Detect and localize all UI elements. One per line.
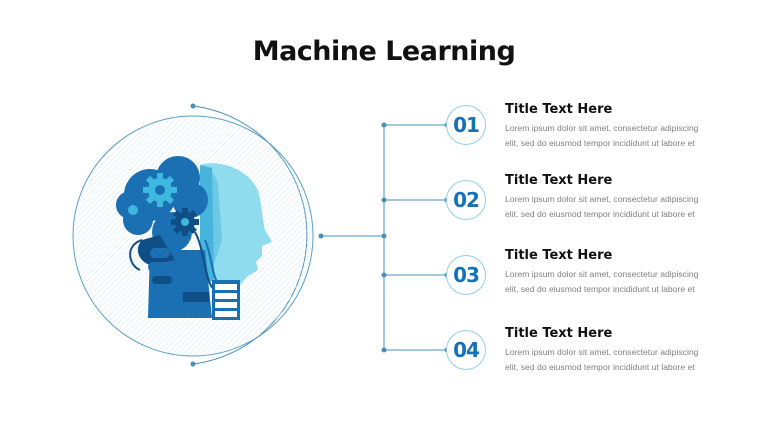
gear-small-icon [171, 208, 199, 236]
item-body: Lorem ipsum dolor sit amet, consectetur … [505, 347, 699, 372]
item-body: Lorem ipsum dolor sit amet, consectetur … [505, 123, 699, 148]
gear-tiny-icon [128, 205, 138, 215]
list-item: Title Text Here Lorem ipsum dolor sit am… [505, 102, 720, 151]
list-item: Title Text Here Lorem ipsum dolor sit am… [505, 173, 720, 222]
item-body: Lorem ipsum dolor sit amet, consectetur … [505, 269, 699, 294]
item-title: Title Text Here [505, 173, 613, 188]
item-number-badge: 04 [446, 330, 486, 370]
item-body: Lorem ipsum dolor sit amet, consectetur … [505, 194, 699, 219]
connector-dots [381, 122, 450, 353]
page-title: Machine Learning [252, 36, 516, 67]
arc-dot-bottom [190, 361, 196, 367]
item-title: Title Text Here [505, 102, 613, 117]
item-title: Title Text Here [505, 326, 613, 341]
connector-branches [384, 124, 447, 351]
robot-head-gears-icon [116, 156, 272, 320]
hatched-circle [72, 115, 314, 357]
item-number-badge: 03 [446, 255, 486, 295]
item-number-badge: 02 [446, 180, 486, 220]
item-number-badge: 01 [446, 105, 486, 145]
arc-dot-top [190, 103, 196, 109]
list-item: Title Text Here Lorem ipsum dolor sit am… [505, 326, 720, 375]
server-box-icon [212, 280, 240, 320]
item-title: Title Text Here [505, 248, 613, 263]
gear-large-icon [143, 173, 177, 207]
list-item: Title Text Here Lorem ipsum dolor sit am… [505, 248, 720, 297]
